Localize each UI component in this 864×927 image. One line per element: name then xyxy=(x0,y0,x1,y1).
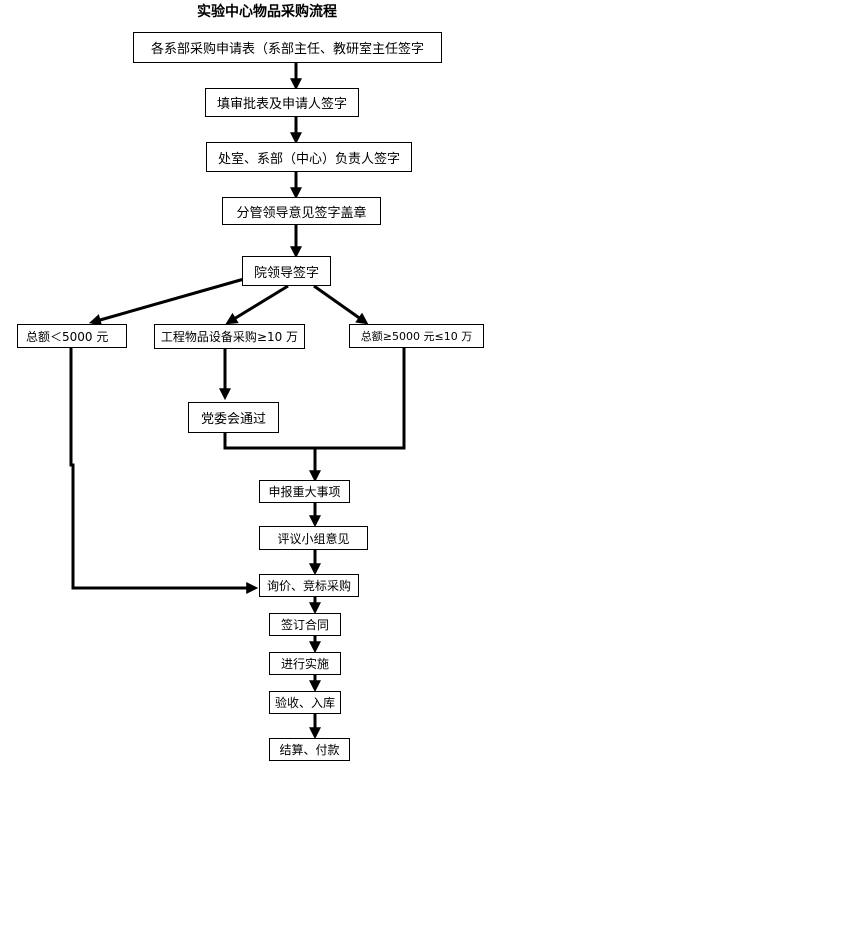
node-engineering-ge-10w: 工程物品设备采购≥10 万 xyxy=(154,324,305,349)
node-fill-form: 填审批表及申请人签字 xyxy=(205,88,359,117)
node-implement: 进行实施 xyxy=(269,652,341,675)
node-total-5000-to-10w: 总额≥5000 元≤10 万 xyxy=(349,324,484,348)
node-total-lt-5000: 总额＜5000 元 xyxy=(17,324,127,348)
node-settlement-payment: 结算、付款 xyxy=(269,738,350,761)
node-sign-contract: 签订合同 xyxy=(269,613,341,636)
node-college-leader-sign: 院领导签字 xyxy=(242,256,331,286)
node-party-committee: 党委会通过 xyxy=(188,402,279,433)
line-mid-range-down xyxy=(315,348,406,450)
node-dept-head-sign: 处室、系部（中心）负责人签字 xyxy=(206,142,412,172)
arrow-college-to-engineering xyxy=(225,284,289,325)
node-acceptance-storage: 验收、入库 xyxy=(269,691,341,714)
arrow-college-to-mid-range xyxy=(313,284,369,325)
line-party-down xyxy=(223,432,315,450)
diagram-title: 实验中心物品采购流程 xyxy=(197,4,337,20)
node-application-form: 各系部采购申请表（系部主任、教研室主任签字 xyxy=(133,32,442,63)
node-inquiry-bidding: 询价、竞标采购 xyxy=(259,574,359,597)
arrow-college-to-lt5000 xyxy=(88,277,245,326)
node-report-major-matter: 申报重大事项 xyxy=(259,480,350,503)
node-review-group: 评议小组意见 xyxy=(259,526,368,550)
node-leader-sign-seal: 分管领导意见签字盖章 xyxy=(222,197,381,225)
arrow-lt5000-to-inquiry xyxy=(69,348,259,594)
